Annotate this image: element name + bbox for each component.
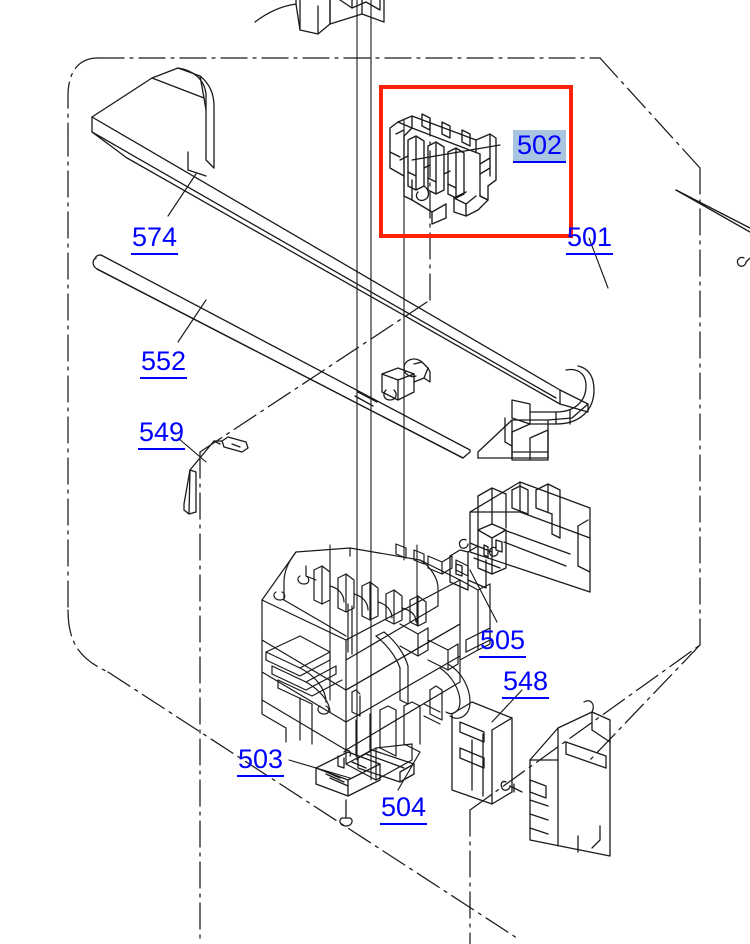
callout-505[interactable]: 505	[479, 627, 527, 658]
callout-574[interactable]: 574	[131, 224, 179, 255]
ribbon-guide-part	[504, 365, 595, 461]
callout-548-label: 548	[502, 668, 550, 699]
callout-505-label: 505	[479, 627, 527, 658]
callout-549[interactable]: 549	[138, 419, 186, 450]
top-part-fragment	[254, 0, 385, 35]
callout-501[interactable]: 501	[566, 224, 614, 255]
leader-lines	[167, 144, 609, 791]
callout-504-label: 504	[380, 794, 428, 825]
part-552-rod	[92, 254, 471, 459]
callout-503-label: 503	[237, 746, 285, 777]
callout-502-label: 502	[513, 130, 567, 163]
part-574-cover	[91, 67, 589, 459]
callout-504[interactable]: 504	[380, 794, 428, 825]
part-505-assembly	[449, 481, 591, 593]
callout-552-label: 552	[140, 348, 188, 379]
callout-574-label: 574	[131, 224, 179, 255]
assembly-boundary	[67, 57, 701, 944]
alignment-lines	[329, 0, 418, 781]
center-clip-part	[381, 358, 431, 401]
callout-549-label: 549	[138, 419, 186, 450]
part-549-link	[183, 436, 249, 515]
callout-548[interactable]: 548	[502, 668, 550, 699]
main-body-assembly	[261, 543, 491, 781]
callout-503[interactable]: 503	[237, 746, 285, 777]
right-edge-fragment	[675, 189, 750, 267]
callout-502[interactable]: 502	[513, 130, 567, 163]
callout-501-label: 501	[566, 224, 614, 255]
callout-552[interactable]: 552	[140, 348, 188, 379]
part-548-assembly	[451, 700, 611, 857]
part-502-bracket	[389, 113, 497, 225]
part-503-tray	[315, 749, 381, 827]
